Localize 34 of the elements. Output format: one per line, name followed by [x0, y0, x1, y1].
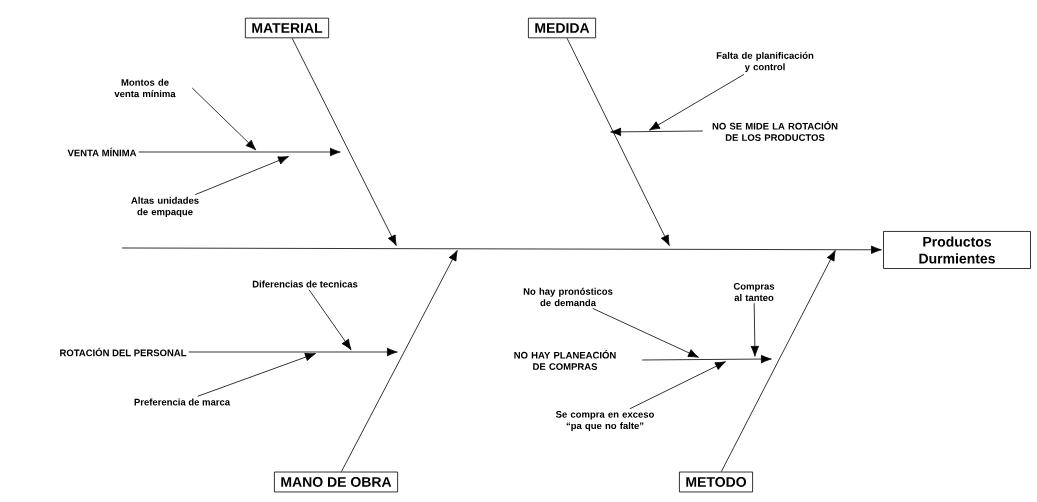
category-box: MANO DE OBRA [274, 471, 398, 493]
cause-label: ROTACIÓN DEL PERSONAL [60, 347, 187, 357]
arrow [291, 37, 397, 246]
arrow [592, 308, 699, 358]
cause-label: Preferencia de marca [134, 398, 231, 406]
arrow [197, 352, 316, 397]
arrow [610, 127, 704, 137]
category-box: METODO [679, 471, 753, 493]
arrow [629, 361, 726, 410]
arrow [138, 147, 341, 157]
cause-label: Montos de venta mínima [114, 78, 176, 98]
arrow [308, 289, 352, 351]
arrow [121, 245, 882, 254]
cause-label: VENTA MÍNIMA [67, 147, 137, 157]
category-box: MEDIDA [528, 17, 596, 39]
arrow [341, 250, 458, 473]
arrow [188, 347, 398, 357]
category-box: MATERIAL [244, 17, 330, 39]
arrow [720, 250, 836, 473]
cause-label: No hay pronósticos de demanda [523, 287, 613, 307]
cause-label: NO HAY PLANEACIÓN DE COMPRAS [514, 350, 616, 370]
arrow [641, 354, 772, 364]
cause-label: Compras al tanteo [733, 282, 775, 302]
cause-label: Falta de planificación y control [716, 51, 814, 73]
cause-label: NO SE MIDE LA ROTACIÓN DE LOS PRODUCTOS [712, 121, 838, 141]
arrow [191, 87, 257, 151]
cause-label: Diferencias de tecnicas [252, 280, 358, 288]
cause-label: Altas unidades de empaque [131, 196, 199, 218]
arrow [649, 73, 745, 131]
arrow [566, 37, 670, 246]
category-box: Productos Durmientes [883, 231, 1031, 269]
arrow [194, 156, 289, 196]
cause-label: Se compra en exceso “pa que no falte” [555, 411, 654, 431]
arrow [750, 302, 760, 357]
